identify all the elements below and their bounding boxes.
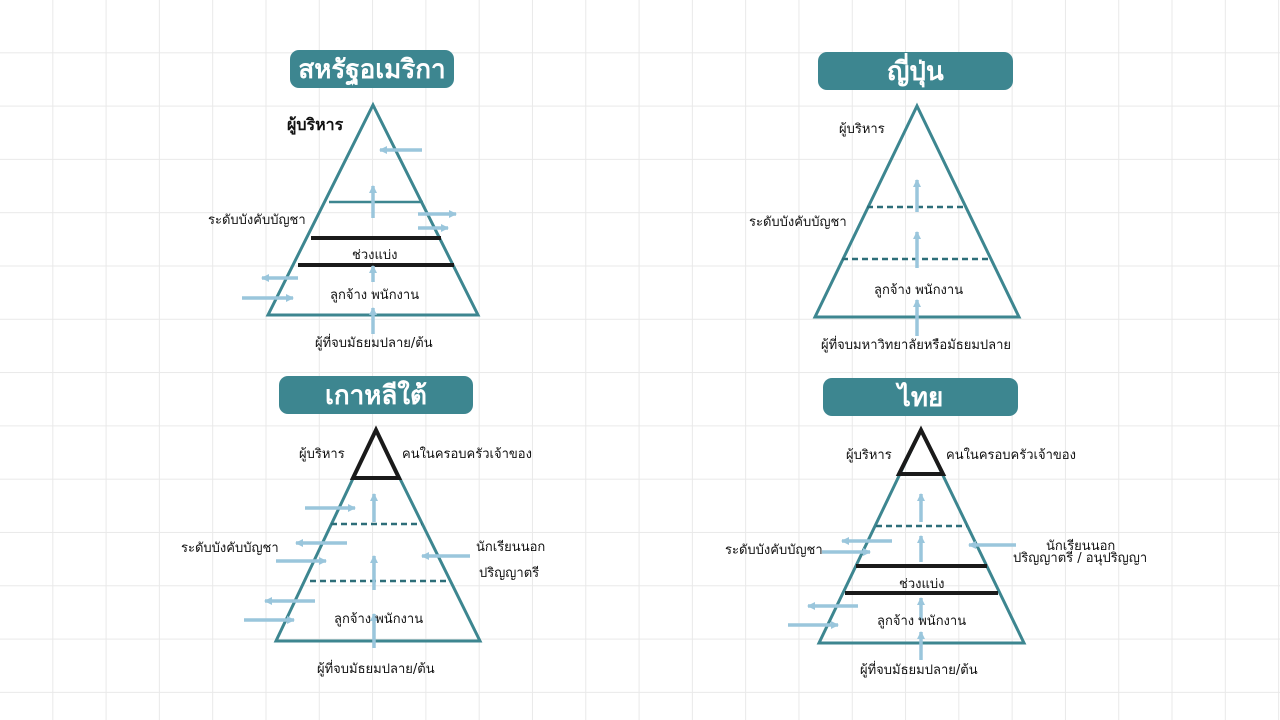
korea-outsiders-label: นักเรียนนอก [476, 540, 546, 555]
korea-entry-label: ผู้ที่จบมัธยมปลาย/ต้น [317, 662, 435, 677]
usa-executive-label: ผู้บริหาร [287, 115, 344, 134]
korea-command-level-label: ระดับบังคับบัญชา [181, 541, 279, 556]
japan-title: ญี่ปุ่น [818, 52, 1013, 90]
usa-entry-label: ผู้ที่จบมัธยมปลาย/ต้น [315, 336, 433, 351]
thailand-title: ไทย [823, 378, 1018, 416]
thailand-family-label: คนในครอบครัวเจ้าของ [946, 448, 1076, 463]
korea-bachelor-label: ปริญญาตรี [479, 566, 540, 581]
korea-arrows [244, 493, 470, 648]
japan-employees-label: ลูกจ้าง พนักงาน [874, 283, 964, 298]
korea-employees-label: ลูกจ้าง พนักงาน [334, 612, 424, 627]
korea-title: เกาหลีใต้ [279, 376, 473, 414]
usa-arrows [242, 146, 457, 334]
korea-family-label: คนในครอบครัวเจ้าของ [402, 447, 532, 462]
thailand-employees-label: ลูกจ้าง พนักงาน [877, 614, 967, 629]
japan-command-level-label: ระดับบังคับบัญชา [749, 215, 847, 230]
usa-title: สหรัฐอเมริกา [290, 50, 454, 88]
usa-employees-label: ลูกจ้าง พนักงาน [330, 288, 420, 303]
thailand-degrees-label: ปริญญาตรี / อนุปริญญา [1013, 551, 1148, 566]
thailand-executive-label: ผู้บริหาร [846, 448, 892, 463]
thailand-entry-label: ผู้ที่จบมัธยมปลาย/ต้น [860, 663, 978, 678]
japan-executive-label: ผู้บริหาร [839, 122, 885, 137]
korea-executive-label: ผู้บริหาร [299, 447, 345, 462]
thailand-arrows [788, 493, 1016, 660]
thailand-gap-label: ช่วงแบ่ง [899, 577, 945, 592]
usa-command-level-label: ระดับบังคับบัญชา [208, 213, 306, 228]
thailand-outsiders-label: นักเรียนนอก [1046, 539, 1116, 554]
thailand-command-level-label: ระดับบังคับบัญชา [725, 543, 823, 558]
japan-entry-label: ผู้ที่จบมหาวิทยาลัยหรือมัธยมปลาย [821, 338, 1012, 353]
korea-pyramid [273, 425, 483, 643]
usa-gap-label: ช่วงแบ่ง [352, 248, 398, 263]
